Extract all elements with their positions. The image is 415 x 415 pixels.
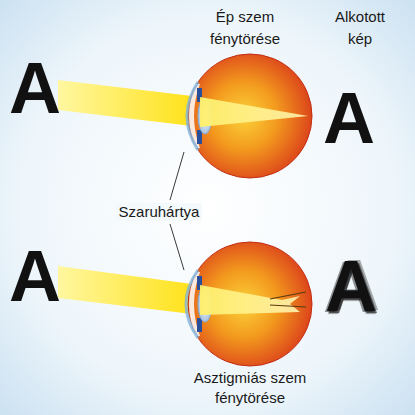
source-letter: A xyxy=(4,52,66,124)
heading-label: Ép szem fénytörése xyxy=(195,6,295,50)
part-label: Szaruhártya xyxy=(116,203,203,221)
leader-line xyxy=(170,224,184,270)
light-beam xyxy=(58,266,192,314)
leader-line xyxy=(170,152,184,200)
focal-line xyxy=(270,292,306,299)
light-beam xyxy=(200,285,300,315)
source-letter: A xyxy=(4,240,66,312)
heading-label: Alkotott kép xyxy=(322,6,398,50)
light-beam xyxy=(58,80,192,126)
heading-label: Asztigmiás szem fénytörése xyxy=(180,368,320,408)
astigmatic-eye xyxy=(58,242,312,366)
eyeball xyxy=(188,54,312,178)
eyeball xyxy=(188,242,312,366)
normal-eye xyxy=(58,54,312,178)
cornea xyxy=(186,270,198,338)
cornea xyxy=(187,82,198,150)
focal-line xyxy=(270,305,306,307)
image-letter: A xyxy=(318,82,380,154)
light-beam xyxy=(200,97,308,127)
image-letter: A xyxy=(320,250,382,322)
